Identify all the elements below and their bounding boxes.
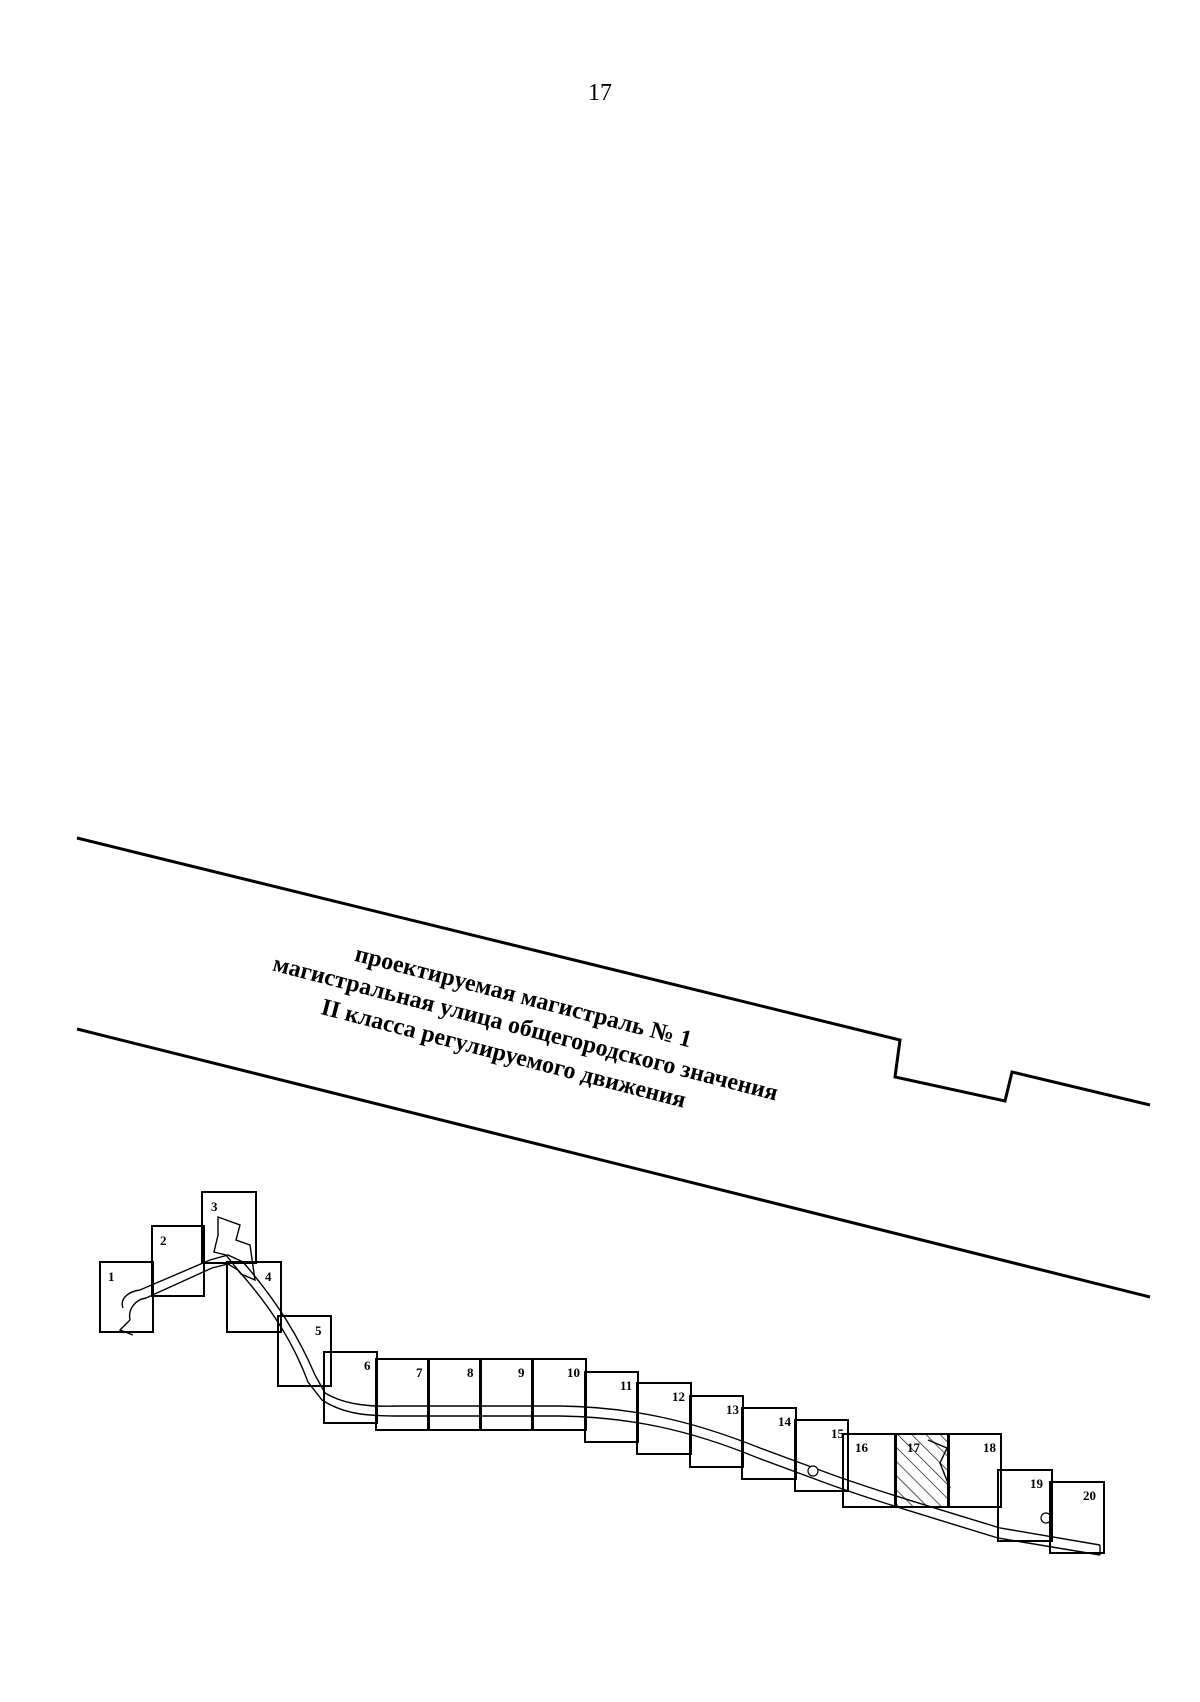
road-upper-boundary (76, 836, 1151, 1107)
sheet-7: 7 (375, 1358, 430, 1431)
svg-text:7: 7 (416, 1365, 423, 1380)
route-line (121, 1254, 1101, 1546)
svg-text:11: 11 (620, 1378, 632, 1393)
road-label: проектируемая магистраль № 1 магистральн… (270, 941, 780, 1113)
sheet-18: 18 (947, 1433, 1002, 1508)
svg-text:6: 6 (364, 1358, 371, 1373)
road-lower-boundary (76, 1027, 1151, 1299)
sheet-3: 3 (201, 1191, 257, 1264)
road-label-line-2: магистральная улица общегородского значе… (270, 951, 780, 1107)
sheet-19: 19 (997, 1469, 1053, 1542)
route-line-parallel (128, 1263, 1101, 1556)
svg-text:10: 10 (567, 1365, 580, 1380)
structure-outline-sheet-3 (213, 1216, 256, 1282)
sheet-4: 4 (226, 1261, 282, 1333)
sheet-9: 9 (479, 1358, 534, 1431)
page-number: 17 (588, 80, 612, 106)
sheet-2: 2 (151, 1225, 205, 1297)
svg-text:14: 14 (778, 1414, 792, 1429)
svg-text:8: 8 (467, 1365, 474, 1380)
sheet-10: 10 (531, 1358, 587, 1431)
route-start-hook (118, 1319, 134, 1336)
svg-text:12: 12 (672, 1389, 685, 1404)
svg-text:1: 1 (108, 1269, 115, 1284)
sheet-20: 20 (1049, 1481, 1105, 1554)
structure-line-sheet-17 (927, 1439, 951, 1489)
svg-text:2: 2 (160, 1233, 167, 1248)
sheet-15: 15 (794, 1419, 849, 1492)
svg-text:19: 19 (1030, 1476, 1044, 1491)
sheet-12: 12 (636, 1382, 692, 1455)
sheet-16: 16 (842, 1433, 897, 1508)
svg-text:9: 9 (518, 1365, 525, 1380)
svg-text:18: 18 (983, 1440, 997, 1455)
sheet-8: 8 (427, 1358, 482, 1431)
svg-text:5: 5 (315, 1323, 322, 1338)
svg-text:17: 17 (907, 1440, 921, 1455)
svg-text:15: 15 (831, 1426, 845, 1441)
sheet-1: 1 (99, 1261, 154, 1333)
svg-text:20: 20 (1083, 1488, 1096, 1503)
svg-text:16: 16 (855, 1440, 869, 1455)
route-node (807, 1465, 819, 1477)
svg-text:4: 4 (265, 1269, 272, 1284)
svg-text:13: 13 (726, 1402, 740, 1417)
svg-text:3: 3 (211, 1199, 218, 1214)
